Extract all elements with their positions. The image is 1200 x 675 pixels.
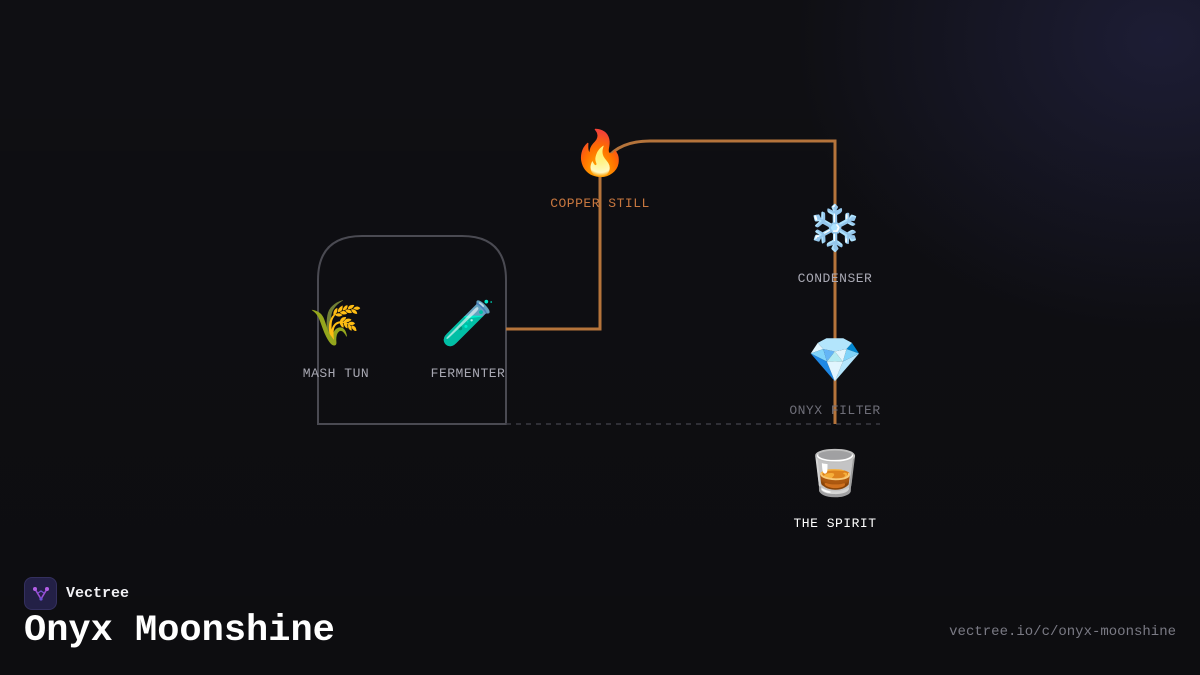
gem-icon: 💎 bbox=[807, 335, 863, 386]
wheat-icon: 🌾 bbox=[308, 298, 364, 349]
node-label-the-spirit: THE SPIRIT bbox=[793, 516, 877, 531]
vectree-logo-icon bbox=[24, 577, 57, 610]
fire-icon: 🔥 bbox=[572, 128, 628, 179]
pipe-fermenter-to-still bbox=[506, 170, 602, 331]
tumbler-glass-icon: 🥃 bbox=[807, 448, 863, 499]
brand: Vectree bbox=[24, 577, 129, 610]
page-title: Onyx Moonshine bbox=[24, 610, 335, 652]
vessel-outline bbox=[317, 235, 507, 425]
node-label-condenser: CONDENSER bbox=[797, 271, 873, 286]
node-label-onyx-filter: ONYX FILTER bbox=[789, 403, 881, 418]
test-tube-icon: 🧪 bbox=[440, 298, 496, 349]
pipe-still-to-spirit bbox=[598, 139, 837, 424]
snowflake-icon: ❄️ bbox=[807, 203, 863, 254]
brand-name: Vectree bbox=[66, 585, 130, 602]
page-url[interactable]: vectree.io/c/onyx-moonshine bbox=[949, 624, 1176, 640]
node-label-mash-tun: MASH TUN bbox=[302, 366, 370, 381]
node-label-fermenter: FERMENTER bbox=[430, 366, 506, 381]
node-label-copper-still: COPPER STILL bbox=[550, 196, 650, 211]
